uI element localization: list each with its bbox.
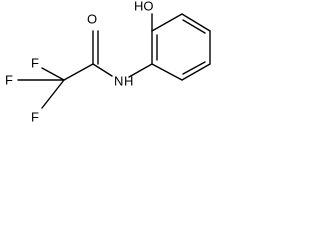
ring-bond xyxy=(181,63,211,81)
ring-double-bond xyxy=(182,61,206,75)
cf3-bond xyxy=(41,67,65,81)
ring-double-bond xyxy=(182,19,206,34)
fluorine-top-label: F xyxy=(31,55,39,70)
benzene-ring xyxy=(151,13,211,81)
ring-nitrogen-bond xyxy=(128,63,153,78)
ring-bond xyxy=(151,13,183,32)
ring-bond xyxy=(181,13,211,32)
amide-nitrogen-label: N xyxy=(114,73,123,88)
fluorine-left-label: F xyxy=(5,72,13,87)
chemical-structure: HO N H O F F F xyxy=(5,0,211,124)
ring-bond xyxy=(151,63,183,81)
carbonyl-oxygen-label: O xyxy=(87,11,97,26)
hydroxyl-label: HO xyxy=(134,0,154,13)
amide-hydrogen-label: H xyxy=(124,73,133,88)
cf3-bond xyxy=(41,79,65,109)
fluorine-bottom-label: F xyxy=(31,109,39,124)
carbonyl-cf3-bond xyxy=(63,63,94,81)
nitrogen-carbonyl-bond xyxy=(92,63,113,77)
